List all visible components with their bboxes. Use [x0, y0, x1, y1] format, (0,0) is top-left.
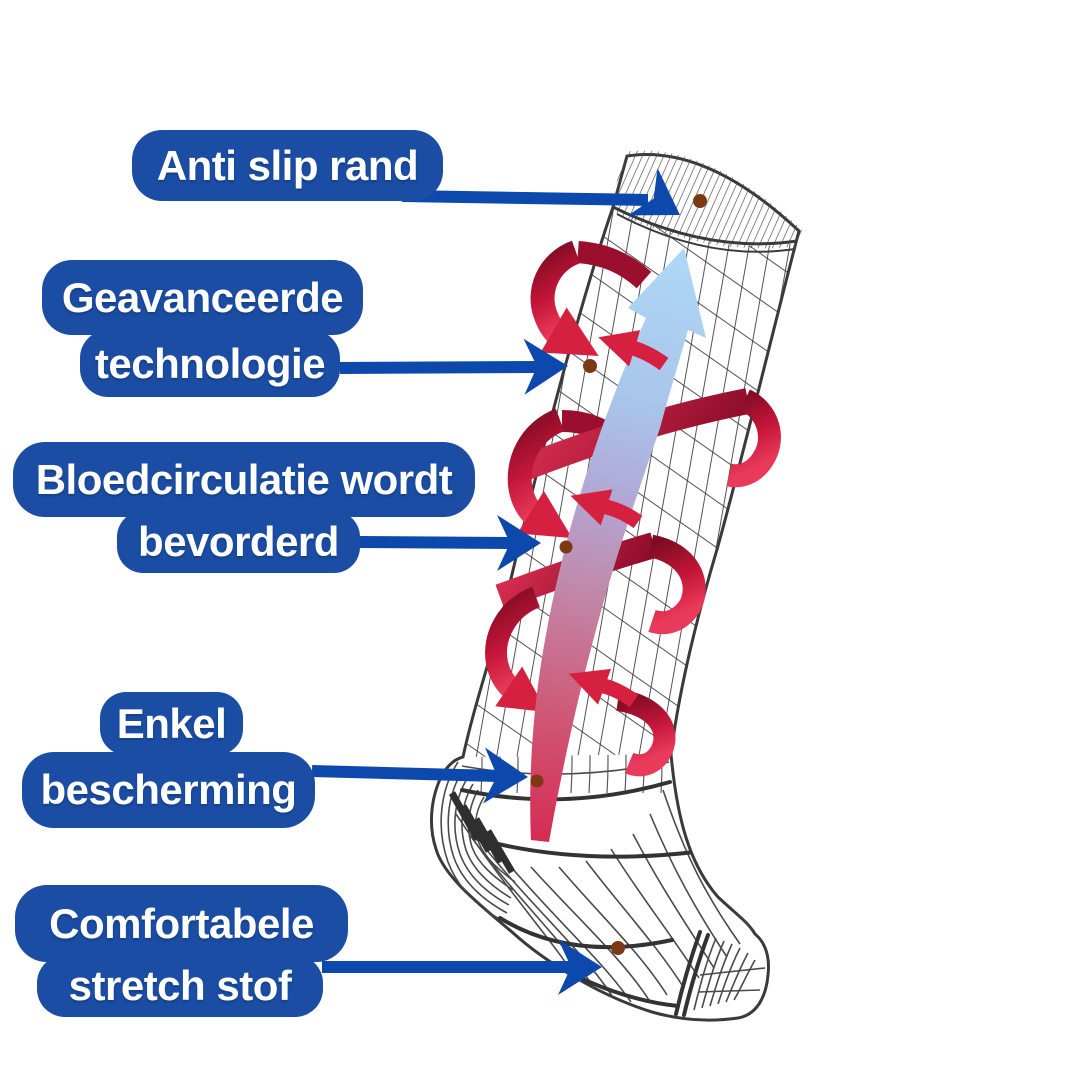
connector-arrow-bloedcirculatie: [357, 515, 541, 571]
connector-arrow-anti-slip: [401, 167, 680, 216]
ribbon-arrow-icon: [507, 408, 573, 539]
label-text: bevorderd: [138, 518, 339, 565]
ribbon-arrow-icon: [530, 240, 599, 356]
red-arrow-icon: [598, 330, 669, 371]
label-bubble: bevorderd: [117, 511, 360, 573]
ribbon-hook-icon: [726, 389, 781, 488]
label-bubble: technologie: [80, 330, 340, 397]
red-arrow-icon: [568, 668, 639, 708]
fabric-dot: [611, 941, 625, 955]
fabric-dot: [530, 774, 544, 788]
label-text: bescherming: [40, 766, 297, 813]
label-bubble: stretch stof: [37, 955, 323, 1017]
label-bubble: Enkel: [100, 692, 243, 755]
label-bubble: Geavanceerde: [42, 260, 363, 335]
connector-arrow-enkel: [311, 747, 528, 804]
connector-arrow-stretch-stof: [322, 939, 602, 995]
toe-cap: [674, 930, 766, 1017]
label-bubble: Comfortabele: [15, 885, 348, 962]
fabric-dot: [693, 194, 707, 208]
connector-arrow-technologie: [339, 338, 568, 395]
label-bubble: Bloedcirculatie wordt: [13, 442, 475, 517]
label-bubble: Anti slip rand: [132, 130, 443, 201]
label-text: Enkel: [116, 699, 227, 747]
label-text: technologie: [94, 339, 326, 387]
ribbon-hook-icon: [648, 534, 706, 635]
fabric-dot: [559, 540, 573, 554]
fabric-dot: [583, 359, 597, 373]
label-text: Bloedcirculatie wordt: [35, 455, 453, 503]
label-text: stretch stof: [68, 962, 292, 1009]
red-arrow-icon: [570, 489, 643, 529]
heel-band: [448, 791, 516, 874]
label-text: Comfortabele: [49, 899, 314, 947]
fabric-dots: [530, 194, 707, 955]
label-bubble: bescherming: [22, 752, 315, 828]
circulation-arrows: [568, 330, 669, 708]
ribbon-band-icon: [576, 241, 652, 289]
label-text: Geavanceerde: [61, 273, 344, 321]
ribbon-hook-icon: [615, 689, 676, 777]
blood-flow-arrow-icon: [530, 248, 706, 842]
label-text: Anti slip rand: [156, 141, 419, 189]
connector-arrows: [311, 167, 680, 995]
ribbon-arrow-icon: [485, 586, 547, 713]
